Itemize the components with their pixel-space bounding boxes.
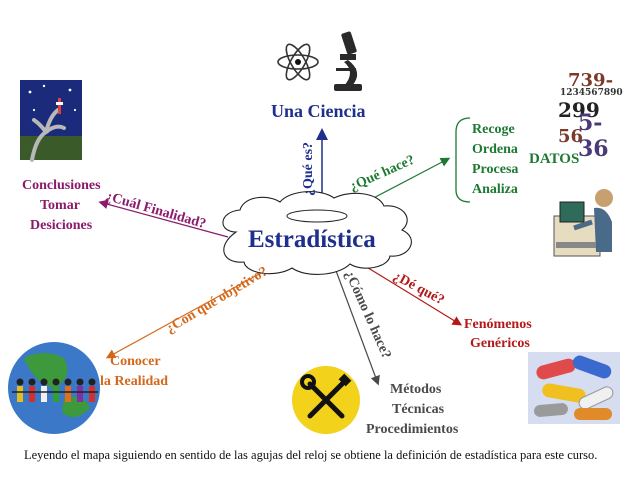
- pills-icon: [528, 352, 620, 424]
- arrow-de-que: [359, 262, 463, 326]
- como-item-3: Procedimientos: [366, 422, 459, 437]
- objetivo-item-1: Conocer: [110, 354, 161, 369]
- center-label: Estradística: [248, 226, 376, 253]
- que-hace-item-4: Analiza: [472, 182, 518, 197]
- objetivo-item-2: la Realidad: [100, 374, 169, 389]
- tools-icon: [292, 366, 360, 434]
- green-bracket: [455, 117, 471, 203]
- atom-icon: [277, 43, 319, 81]
- finalidad-item-2: Tomar: [40, 198, 80, 213]
- que-hace-item-3: Procesa: [472, 162, 519, 177]
- arrow-como-lo-hace: [334, 267, 380, 386]
- finalidad-item-3: Desiciones: [30, 218, 93, 233]
- arrow-con-que-objetivo: [105, 267, 271, 359]
- worker-computer-icon: [553, 189, 613, 257]
- numbers-icon: 739- 1234567890 299 5-36 56: [558, 70, 623, 162]
- que-hace-item-1: Recoge: [472, 122, 515, 137]
- branch-que-es: ¿Qué es?: [301, 141, 316, 196]
- datos-label: DATOS: [529, 151, 580, 167]
- top-title: Una Ciencia: [271, 101, 366, 121]
- como-item-1: Métodos: [390, 382, 442, 397]
- globe-people-icon: [8, 342, 100, 434]
- de-que-item-1: Fenómenos: [464, 317, 532, 332]
- tree-night-icon: [20, 80, 82, 162]
- finalidad-item-1: Conclusiones: [22, 178, 101, 193]
- de-que-item-2: Genéricos: [470, 336, 530, 351]
- como-item-2: Técnicas: [392, 402, 445, 417]
- microscope-icon: [334, 31, 362, 91]
- cloud-shape: [222, 191, 412, 275]
- caption: Leyendo el mapa siguiendo en sentido de …: [24, 448, 598, 462]
- arrow-cual-finalidad: [98, 199, 229, 238]
- que-hace-item-2: Ordena: [472, 142, 518, 157]
